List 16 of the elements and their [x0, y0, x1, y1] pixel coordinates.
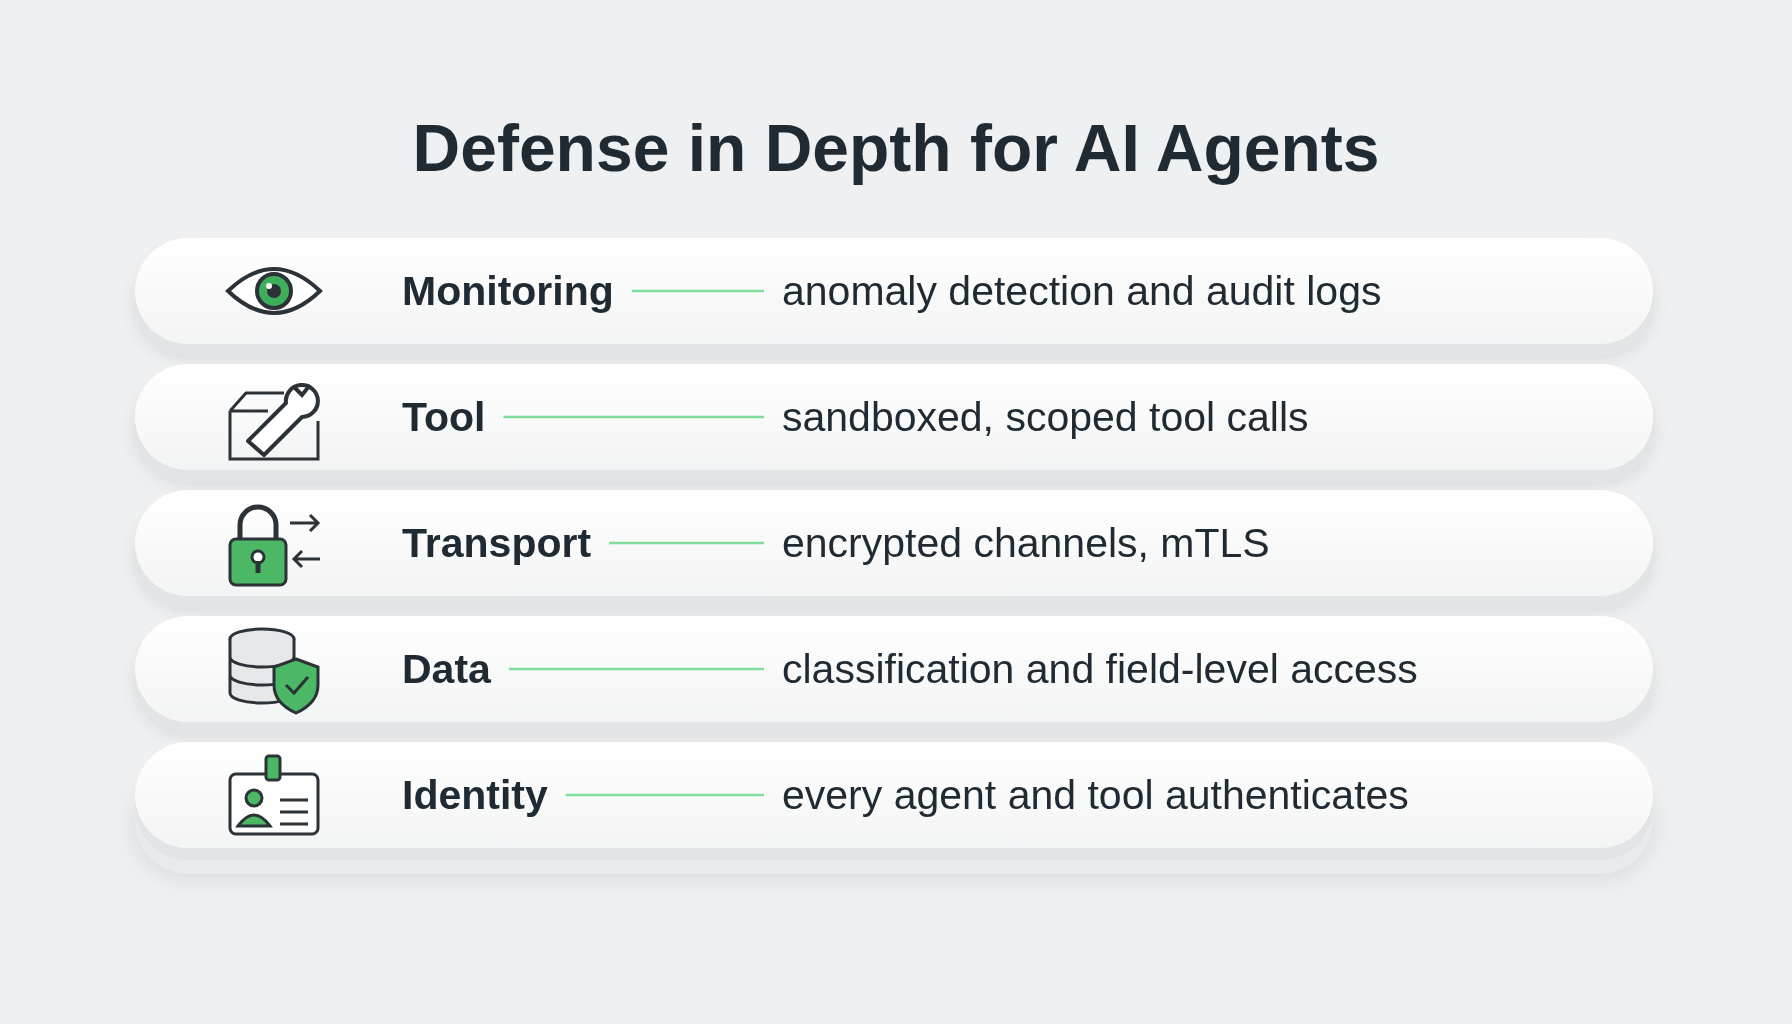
title: Defense in Depth for AI Agents [411, 110, 1381, 186]
layer-name: Monitoring [402, 267, 614, 315]
layer-name: Identity [402, 771, 548, 819]
layer-description: classification and field-level access [782, 645, 1418, 693]
layer-name: Transport [402, 519, 592, 567]
connector-line [503, 415, 764, 419]
layer-description: encrypted channels, mTLS [782, 519, 1270, 567]
connector-line [609, 541, 764, 545]
layer-name: Data [402, 645, 491, 693]
connector-line [508, 667, 764, 671]
layer-description: every agent and tool authenticates [782, 771, 1409, 819]
connector-line [631, 289, 764, 293]
connector-line [565, 793, 764, 797]
layer-description: anomaly detection and audit logs [782, 267, 1382, 315]
layer-name: Tool [402, 393, 486, 441]
layer-description: sandboxed, scoped tool calls [782, 393, 1309, 441]
